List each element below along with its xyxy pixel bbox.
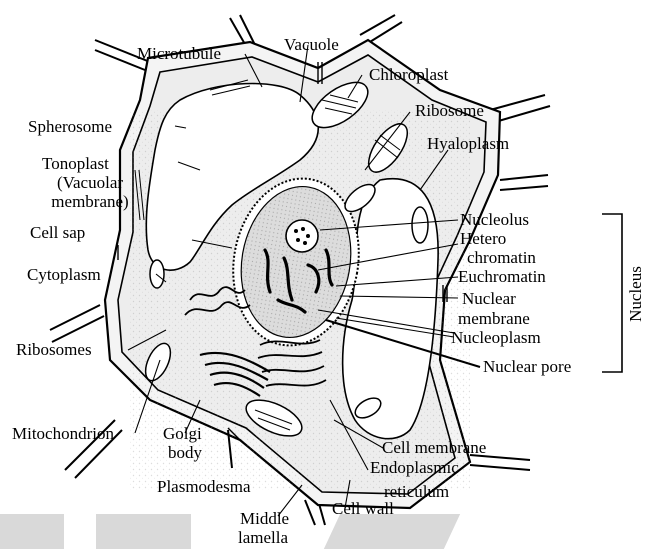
watermark-shape-3 — [324, 514, 460, 549]
label-ribosomes: Ribosomes — [16, 341, 92, 359]
nucleus-bracket — [602, 214, 622, 372]
watermark-shape-1 — [0, 514, 64, 549]
label-euchromatin: Euchromatin — [458, 268, 546, 286]
label-chloroplast: Chloroplast — [369, 66, 448, 84]
label-tonoplast-sub1: (Vacuolar — [50, 174, 130, 192]
label-cell-membrane: Cell membrane — [382, 439, 486, 457]
label-nuclear: Nuclear — [462, 290, 516, 308]
label-membrane: membrane — [458, 310, 530, 328]
label-golgi-body: body — [168, 444, 202, 462]
label-middle: Middle — [240, 510, 289, 528]
label-mitochondrion: Mitochondrion — [12, 425, 114, 443]
label-nuclear-pore: Nuclear pore — [483, 358, 571, 376]
label-plasmodesma: Plasmodesma — [157, 478, 251, 496]
label-hyaloplasm: Hyaloplasm — [427, 135, 509, 153]
label-tonoplast-sub2: membrane) — [50, 193, 130, 211]
label-endoplasmic: Endoplasmic — [370, 459, 459, 477]
label-golgi: Golgi — [163, 425, 202, 443]
label-hetero: Hetero — [460, 230, 506, 248]
label-ribosome: Ribosome — [415, 102, 484, 120]
label-cell-wall: Cell wall — [332, 500, 394, 518]
label-chromatin: chromatin — [467, 249, 536, 267]
label-spherosome: Spherosome — [28, 118, 112, 136]
label-cell-sap: Cell sap — [30, 224, 85, 242]
label-tonoplast: Tonoplast — [42, 155, 109, 173]
label-nucleus: Nucleus — [626, 264, 646, 324]
label-nucleoplasm: Nucleoplasm — [451, 329, 541, 347]
label-nucleolus: Nucleolus — [460, 211, 529, 229]
label-vacuole: Vacuole — [284, 36, 339, 54]
nucleolus — [286, 220, 318, 252]
watermark-shape-2 — [96, 514, 191, 549]
label-cytoplasm: Cytoplasm — [27, 266, 101, 284]
label-lamella: lamella — [238, 529, 288, 547]
label-microtubule: Microtubule — [137, 45, 221, 63]
